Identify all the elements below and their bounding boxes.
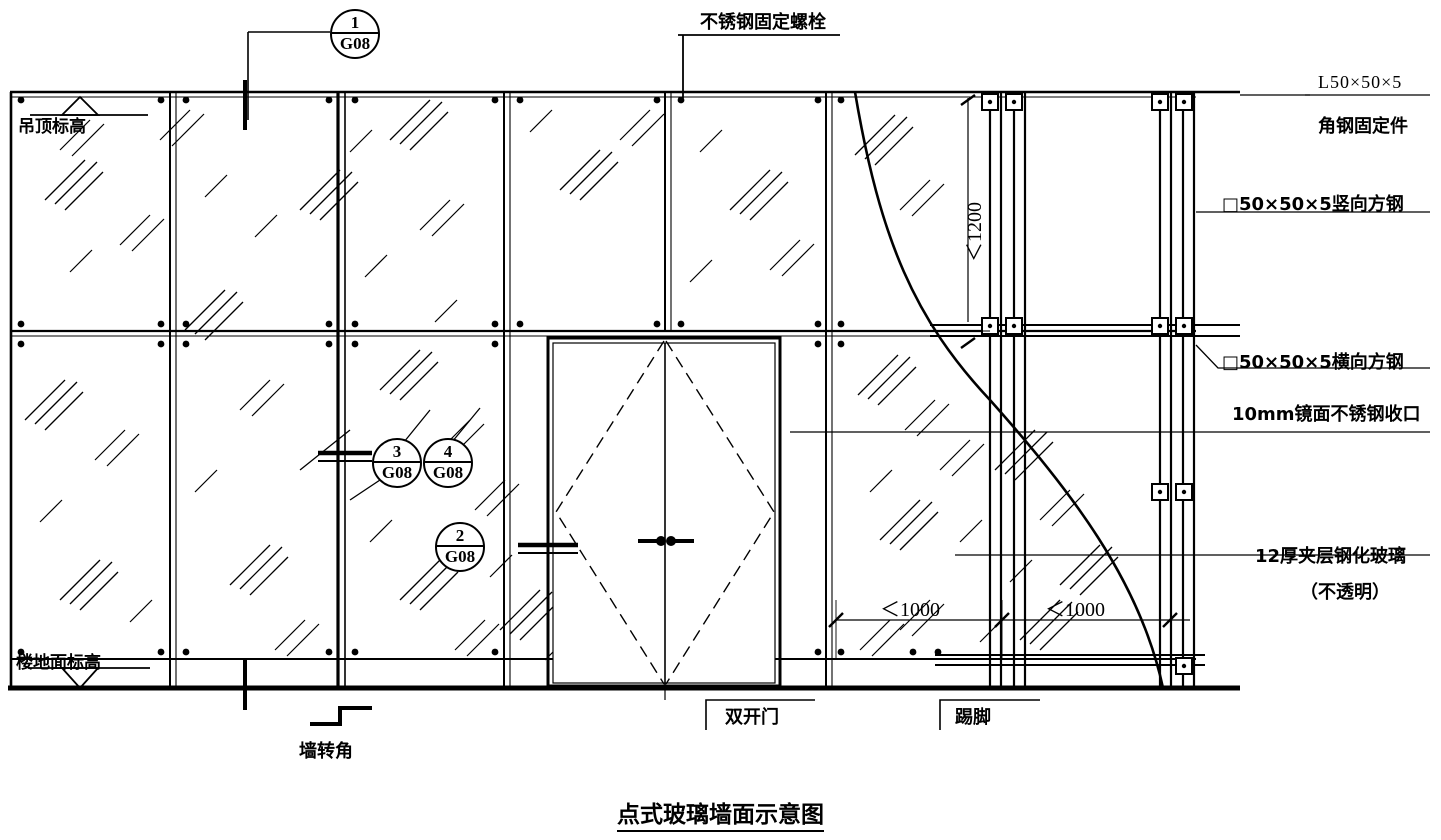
dimension-label-1000-right: ＜1000: [1045, 599, 1105, 621]
leader-lines: [790, 94, 1430, 556]
label-horizontal-square-steel: □50×50×5横向方钢: [1222, 352, 1404, 373]
detail-cut-markers: [299, 425, 578, 554]
bottom-note-leaders: [310, 699, 1040, 730]
callout-number: 4: [443, 442, 453, 461]
elevation-markers: [28, 95, 150, 690]
callout-divider: [332, 32, 378, 35]
callout-sheet: G08: [432, 463, 464, 482]
dimension-label-1000-left: ＜1000: [880, 599, 940, 621]
double-door: [546, 336, 782, 700]
callout-sheet: G08: [339, 34, 371, 53]
callout-sheet: G08: [381, 463, 413, 482]
callout-bubble-2[interactable]: 2 G08: [435, 522, 485, 572]
angle-fixing-plates: [981, 93, 1193, 675]
skirting-note-label: 踢脚: [955, 707, 991, 728]
callout-number: 3: [392, 442, 402, 461]
label-mirror-stainless-trim: 10mm镜面不锈钢收口: [1232, 404, 1421, 425]
callout-sheet: G08: [444, 547, 476, 566]
callout-number: 1: [350, 13, 360, 32]
wall-corner-label: 墙转角: [299, 741, 353, 762]
label-vertical-square-steel: □50×50×5竖向方钢: [1222, 194, 1404, 215]
callout-bubble-4[interactable]: 4 G08: [423, 438, 473, 488]
callout-number: 2: [455, 526, 465, 545]
break-line: [853, 91, 1165, 689]
dimension-label-1200: ＜1200: [964, 202, 986, 262]
steel-frame-structure: [930, 92, 1240, 688]
door-note-label: 双开门: [725, 707, 779, 728]
callout-divider: [374, 461, 420, 464]
dimension-horizontal-1000: [828, 600, 1190, 660]
point-fixing-dots: [17, 96, 942, 656]
top-callout-leaders: [243, 31, 840, 710]
drawing-title: 点式玻璃墙面示意图: [0, 795, 1441, 832]
callout-bubble-1[interactable]: 1 G08: [330, 9, 380, 59]
label-angle-steel-spec: L50×50×5: [1318, 72, 1403, 92]
bubble-leaders: [349, 407, 481, 501]
label-angle-steel-desc: 角钢固定件: [1318, 116, 1408, 137]
door-handles: [638, 536, 694, 546]
label-laminated-glass: 12厚夹层钢化玻璃: [1255, 546, 1407, 567]
label-laminated-glass-note: （不透明）: [1300, 582, 1390, 603]
floor-elevation-label: 楼地面标高: [16, 653, 101, 673]
callout-divider: [437, 545, 483, 548]
ceiling-elevation-label: 吊顶标高: [18, 117, 86, 137]
drawing-title-text: 点式玻璃墙面示意图: [617, 802, 824, 832]
callout-bubble-3[interactable]: 3 G08: [372, 438, 422, 488]
callout-divider: [425, 461, 471, 464]
dimension-vertical-1200: [940, 91, 990, 349]
stainless-bolt-note: 不锈钢固定螺栓: [700, 12, 826, 33]
